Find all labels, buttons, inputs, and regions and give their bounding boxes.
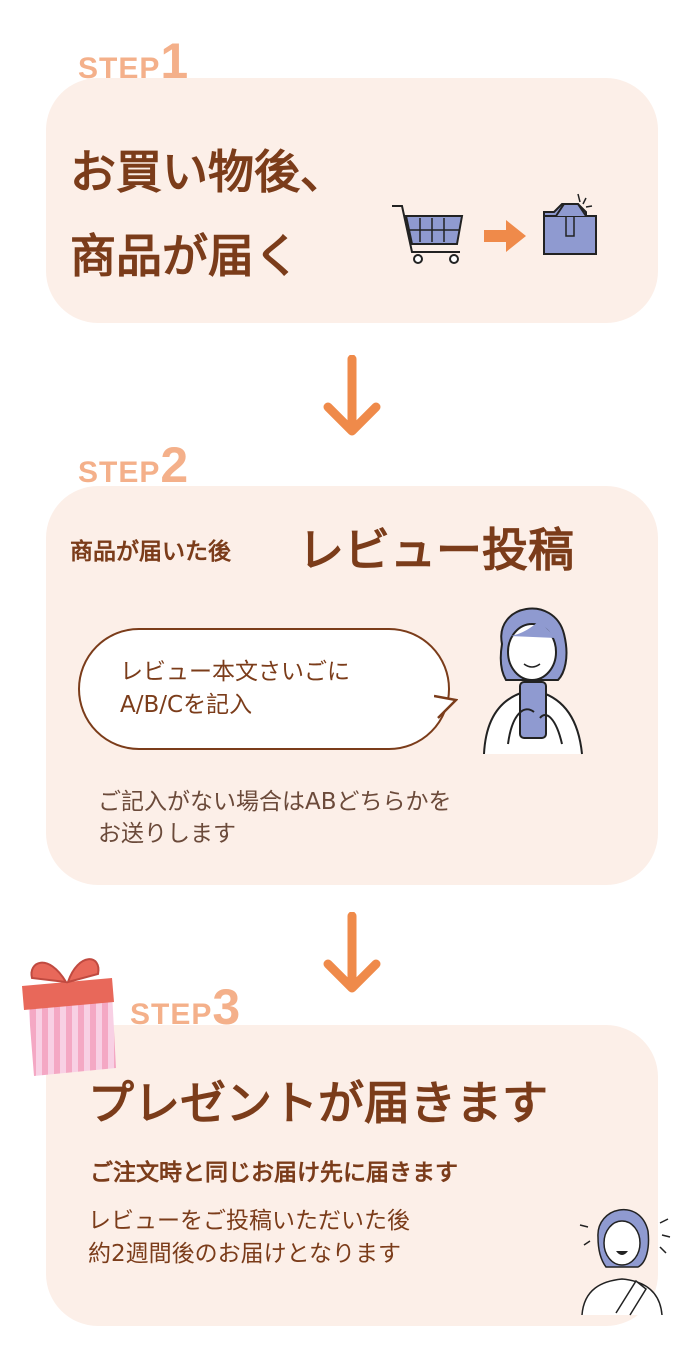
speech-bubble: レビュー本文さいごに A/B/Cを記入	[78, 628, 450, 750]
shopping-cart-icon	[392, 205, 464, 264]
step1-title: お買い物後、 商品が届く	[70, 130, 346, 298]
step2-pretext: 商品が届いた後	[70, 539, 231, 565]
step2-label: STEP2	[78, 440, 188, 490]
down-arrow-icon	[323, 355, 381, 436]
right-arrow-icon	[484, 220, 526, 252]
body-line: 約2週間後のお届けとなります	[88, 1241, 401, 1267]
gift-box-icon	[22, 958, 116, 1076]
step3-body: レビューをご投稿いただいた後 約2週間後のお届けとなります	[88, 1205, 410, 1271]
step3-title: プレゼントが届きます	[88, 1076, 548, 1130]
happy-woman-illustration	[579, 1208, 671, 1316]
step3-card: プレゼントが届きます ご注文時と同じお届け先に届きます レビューをご投稿いただい…	[46, 1025, 671, 1326]
step3-subtitle: ご注文時と同じお届け先に届きます	[90, 1160, 458, 1186]
bubble-tail	[434, 694, 458, 719]
step2-title: レビュー投稿	[298, 523, 574, 577]
woman-with-phone-illustration	[483, 607, 583, 755]
note-line: ご記入がない場合はABどちらかを	[98, 789, 452, 815]
step-word: STEP	[78, 456, 161, 489]
bubble-line: A/B/Cを記入	[120, 692, 253, 718]
note-line: お送りします	[98, 821, 236, 847]
step1-card: お買い物後、 商品が届く	[46, 78, 658, 323]
title-line: お買い物後、	[70, 145, 346, 199]
package-box-icon	[543, 193, 597, 255]
body-line: レビューをご投稿いただいた後	[88, 1208, 410, 1234]
step-number: 2	[160, 437, 189, 493]
step-word: STEP	[130, 998, 213, 1031]
bubble-line: レビュー本文さいごに	[120, 659, 350, 685]
step-number: 1	[160, 33, 189, 89]
down-arrow-icon	[323, 912, 381, 993]
title-line: 商品が届く	[70, 229, 300, 283]
step3-label: STEP3	[130, 982, 240, 1032]
step-number: 3	[212, 979, 241, 1035]
step2-note: ご記入がない場合はABどちらかを お送りします	[98, 786, 452, 850]
step2-card: 商品が届いた後 レビュー投稿 レビュー本文さいごに A/B/Cを記入 ご記入がな…	[46, 486, 658, 885]
